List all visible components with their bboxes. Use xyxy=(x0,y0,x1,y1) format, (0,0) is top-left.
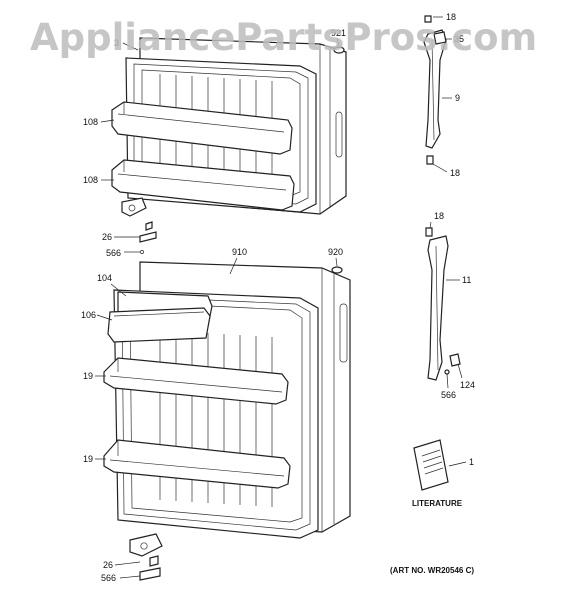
handle-screw-hinge xyxy=(425,227,433,237)
callout-18-top: 18 xyxy=(446,12,456,22)
handle-bracket-124 xyxy=(449,353,461,367)
callout-920: 920 xyxy=(328,247,343,257)
callout-19-upper: 19 xyxy=(83,371,93,381)
callout-104: 104 xyxy=(97,273,112,283)
callout-108-upper: 108 xyxy=(83,117,98,127)
callout-921: 921 xyxy=(331,28,346,38)
callout-35: 35 xyxy=(454,34,464,44)
literature-booklet xyxy=(413,439,449,491)
freezer-door-shelf-lower xyxy=(111,159,295,211)
callout-18-mid: 18 xyxy=(450,168,460,178)
callout-124: 124 xyxy=(460,380,475,390)
literature-label: LITERATURE xyxy=(412,499,463,508)
callout-labels: 3 921 18 35 9 18 108 108 26 566 910 920 … xyxy=(81,12,475,583)
callout-19-lower: 19 xyxy=(83,454,93,464)
handle-screw-top xyxy=(424,15,432,23)
callout-106: 106 xyxy=(81,310,96,320)
handle-screw-bottom xyxy=(426,155,434,165)
handle-end-cap xyxy=(433,31,447,45)
callout-3: 3 xyxy=(114,38,119,48)
fresh-food-door-handle xyxy=(427,235,449,381)
freezer-door-shelf-upper xyxy=(111,101,293,155)
lower-door-stop-assembly xyxy=(129,533,163,581)
callout-18-hinge: 18 xyxy=(434,211,444,221)
callout-910: 910 xyxy=(232,247,247,257)
callout-566-upper: 566 xyxy=(106,248,121,258)
watermark-text: AppliancePartsPros.com xyxy=(30,16,537,59)
callout-566-right: 566 xyxy=(441,390,456,400)
callout-1: 1 xyxy=(469,457,474,467)
callout-108-lower: 108 xyxy=(83,175,98,185)
handle-screw-566 xyxy=(444,369,450,375)
callout-566-lower: 566 xyxy=(101,573,116,583)
callout-26-upper: 26 xyxy=(102,232,112,242)
art-number: (ART NO. WR20546 C) xyxy=(390,566,474,575)
callout-11: 11 xyxy=(462,275,471,285)
door-plug-921 xyxy=(333,46,345,54)
fresh-food-door-bin-lower xyxy=(103,439,291,489)
leader-lines xyxy=(95,16,467,579)
callout-9: 9 xyxy=(455,93,460,103)
upper-door-stop-assembly xyxy=(121,197,157,254)
door-plug-920 xyxy=(331,266,343,274)
dairy-compartment xyxy=(107,291,213,343)
fresh-food-door-bin-upper xyxy=(103,357,289,405)
callout-26-lower: 26 xyxy=(103,560,113,570)
